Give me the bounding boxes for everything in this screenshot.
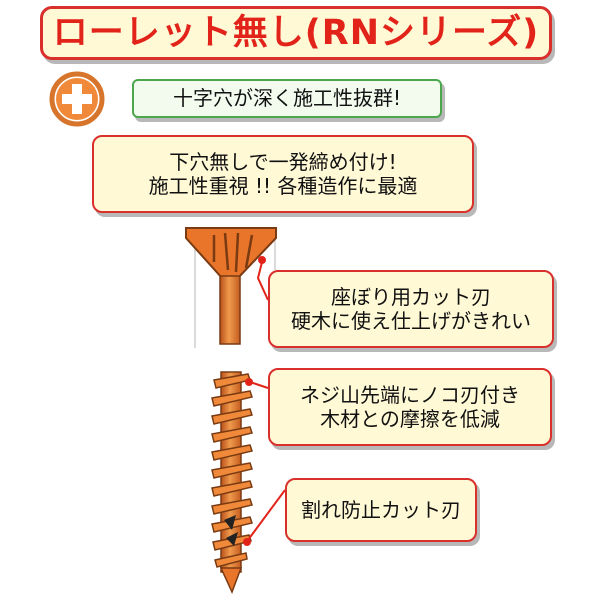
intro-line-2: 施工性重視 !! 各種造作に最適 [148, 174, 418, 198]
phillips-cross-icon [49, 71, 105, 127]
callout-line-1: ネジ山先端にノコ刃付き [300, 382, 520, 407]
leader-lines [243, 256, 286, 546]
intro-callout: 下穴無しで一発締め付け! 施工性重視 !! 各種造作に最適 [92, 135, 474, 213]
screw-head [185, 227, 277, 345]
callout-line-1: 割れ防止カット刃 [301, 497, 461, 522]
callout-line-2: 木材との摩擦を低減 [320, 407, 500, 431]
page-title: ローレット無し(RNシリーズ) [52, 12, 540, 53]
callout-line-2: 硬木に使え仕上げがきれい [291, 309, 531, 333]
screw-thread [211, 371, 253, 594]
callout-line-1: 座ぼり用カット刃 [331, 284, 491, 309]
badge-text: 十字穴が深く施工性抜群! [172, 86, 402, 111]
feature-badge: 十字穴が深く施工性抜群! [132, 79, 442, 118]
callout-head-cutter: 座ぼり用カット刃 硬木に使え仕上げがきれい [268, 270, 554, 348]
callout-thread-saw: ネジ山先端にノコ刃付き 木材との摩擦を低減 [268, 368, 552, 446]
title-banner: ローレット無し(RNシリーズ) [40, 6, 552, 60]
callout-anti-split: 割れ防止カット刃 [285, 478, 477, 542]
intro-line-1: 下穴無しで一発締め付け! [169, 149, 397, 174]
